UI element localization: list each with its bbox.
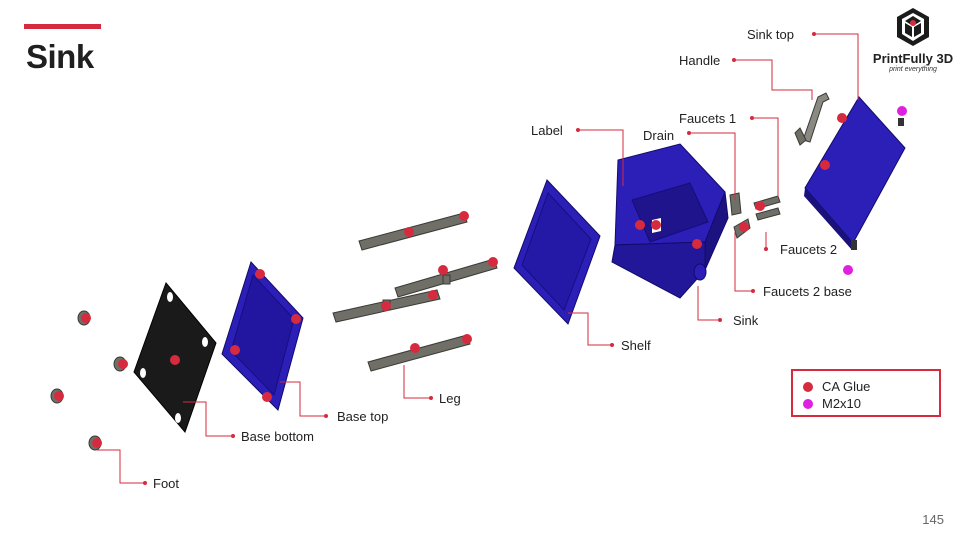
accent-bar [24,24,101,29]
label-sink-top: Sink top [747,27,794,42]
label-handle: Handle [679,53,721,68]
legend-item-m2x10: M2x10 [803,396,861,411]
label-drain: Drain [643,128,675,143]
shelf-part [513,179,601,325]
legend: CA Glue M2x10 [791,369,941,417]
leader-lines [97,33,859,484]
screw-points [843,106,907,275]
glue-dot-icon [803,382,813,392]
label-faucets-2-base: Faucets 2 base [763,284,852,299]
cube-logo-icon [897,8,929,46]
label-label: Label [531,123,563,138]
brand-logo: PrintFully 3D print everything [866,6,960,86]
base-top-part [221,261,304,411]
legend-item-ca-glue: CA Glue [803,379,870,394]
label-leg: Leg [439,391,461,406]
label-foot: Foot [153,476,180,491]
legend-label: M2x10 [822,396,862,411]
foot-part [50,310,127,451]
screw-dot-icon [803,399,813,409]
label-base-bottom: Base bottom [241,429,314,444]
handle-part [794,92,830,146]
label-faucets-1: Faucets 1 [679,111,737,126]
legend-label: CA Glue [822,379,871,394]
drain-part [729,192,742,216]
label-base-top: Base top [337,409,389,424]
sink-top-part [804,96,906,250]
label-sink: Sink [733,313,759,328]
brand-tagline: print everything [889,66,937,73]
leader-endpoints [143,32,816,485]
label-faucets-2: Faucets 2 [780,242,838,257]
slide-title: Sink [26,38,94,75]
sink-part [611,143,729,299]
page-number: 145 [922,512,944,527]
glue-points [54,113,847,448]
label-shelf: Shelf [621,338,651,353]
brand-name: PrintFully 3D [872,51,954,66]
